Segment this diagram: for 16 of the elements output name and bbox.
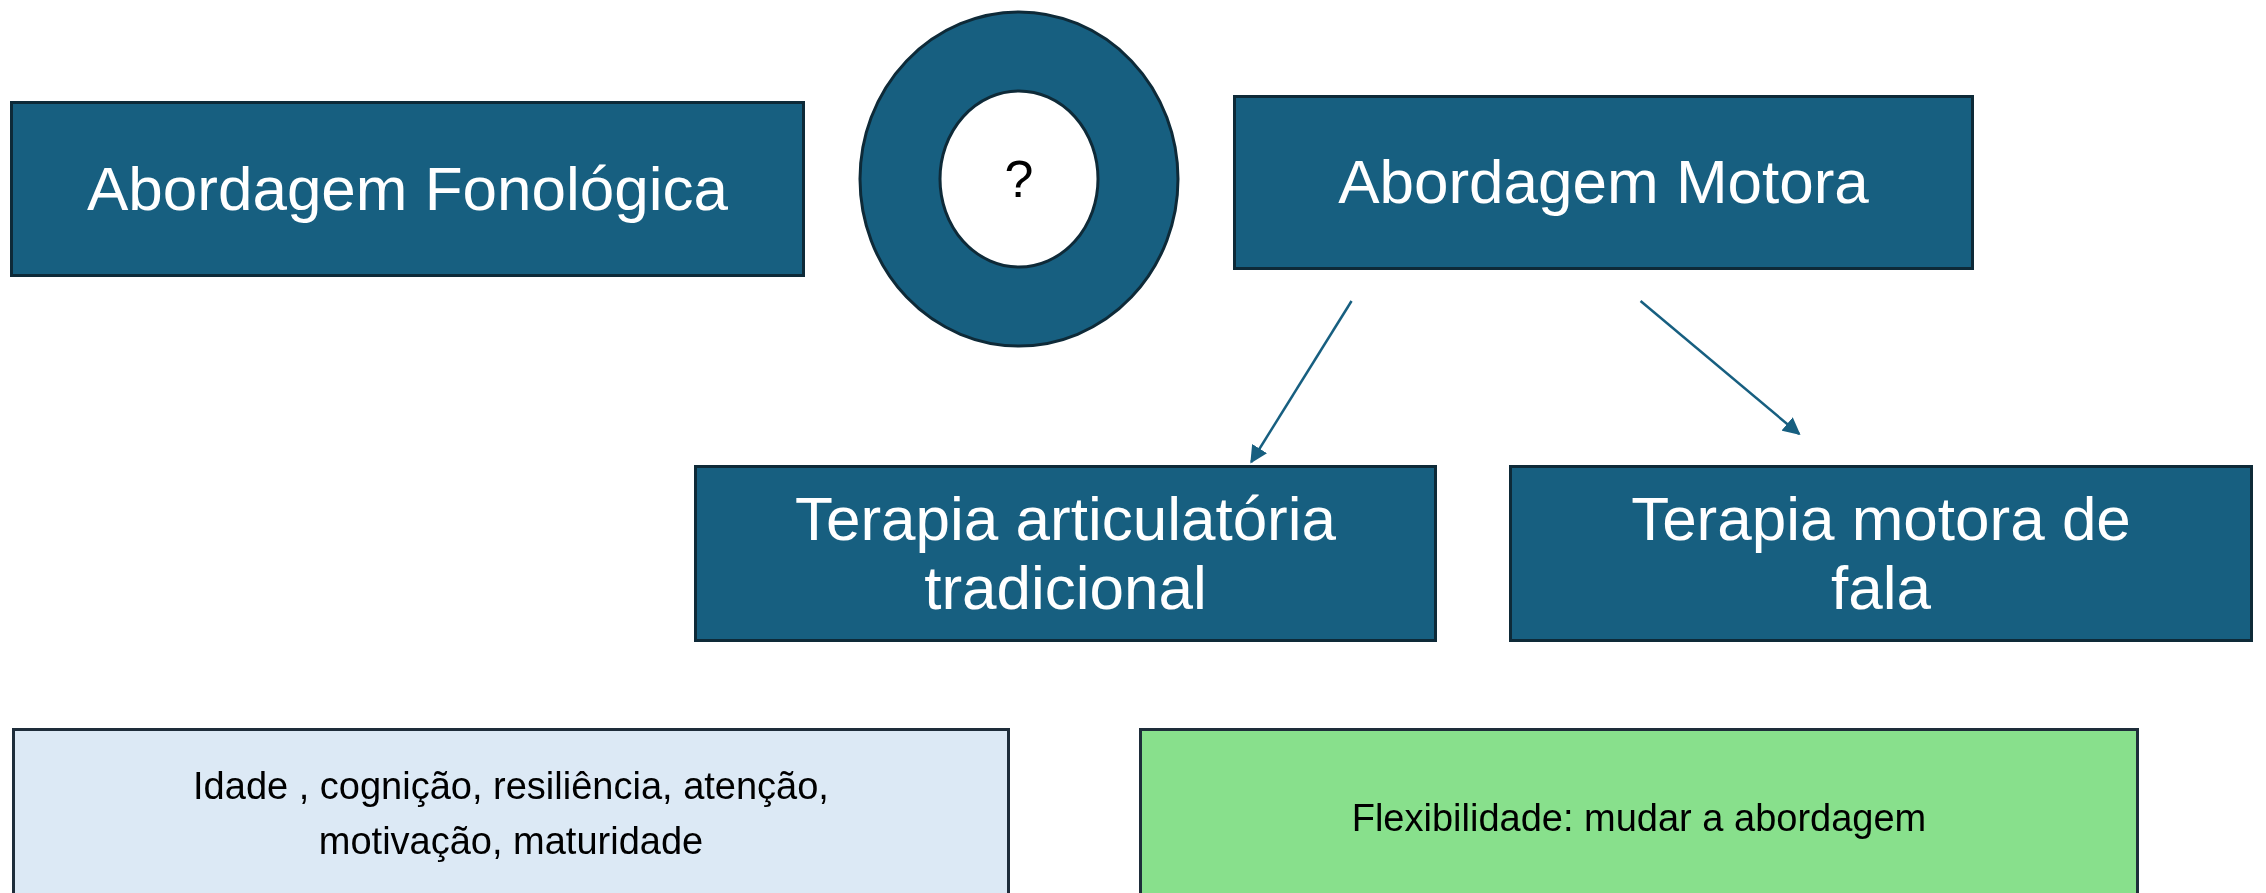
arrow	[1250, 300, 1353, 464]
node-label: Abordagem Motora	[1338, 148, 1869, 217]
node-label: Flexibilidade: mudar a abordagem	[1351, 796, 1927, 841]
node-label: Abordagem Fonológica	[86, 154, 729, 224]
note-box	[12, 728, 1010, 893]
node-label: Terapia motora de fala	[1630, 485, 2132, 622]
process-box	[694, 465, 1437, 642]
note-box	[1139, 728, 2139, 893]
process-box	[1509, 465, 2253, 642]
node-label: Idade , cognição, resiliência, atenção, motivação, maturidade	[192, 764, 830, 865]
node-label: ?	[1004, 149, 1034, 209]
node-label: Terapia articulatória tradicional	[793, 485, 1337, 622]
process-box	[10, 101, 805, 277]
arrow	[1639, 300, 1801, 436]
process-box	[1233, 95, 1974, 270]
ring-circle	[858, 10, 1180, 348]
